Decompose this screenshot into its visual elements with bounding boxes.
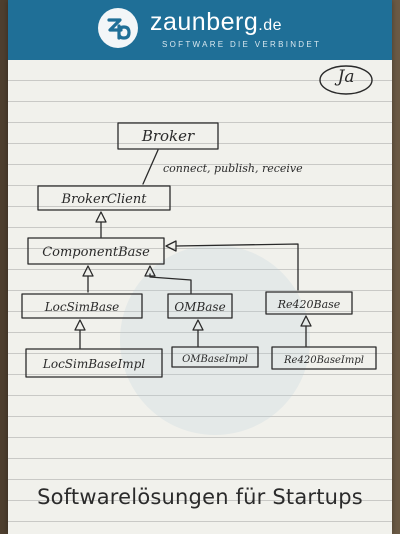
broker-client-box: [37, 185, 171, 211]
inherit-re420-arrow: [165, 240, 177, 252]
node-locsim-base-impl: LocSimBaseImpl: [42, 357, 145, 371]
broker-box: [117, 122, 219, 150]
brand-logotype: zaunberg.de: [150, 8, 282, 37]
class-diagram: Broker connect, publish, receive BrokerC…: [21, 122, 377, 378]
re420-base-box: [265, 291, 353, 315]
desk-edge: [0, 0, 8, 534]
ruled-lines: [8, 60, 392, 534]
footer-slogan: Softwarelösungen für Startups: [37, 485, 363, 509]
node-locsim-base: LocSimBase: [44, 300, 120, 314]
broker-client-link: [142, 149, 159, 185]
page-tag: Ja: [316, 63, 376, 97]
om-base-impl-box: [171, 346, 259, 368]
notepad-sheet: zaunberg.de SOFTWARE DIE VERBINDET Ja: [8, 0, 392, 534]
brand-name: zaunberg: [150, 8, 259, 36]
notepad-header: zaunberg.de SOFTWARE DIE VERBINDET: [8, 0, 392, 60]
node-re420-base: Re420Base: [277, 298, 341, 311]
om-base-box: [167, 293, 233, 319]
brand-tagline: SOFTWARE DIE VERBINDET: [162, 40, 322, 49]
inherit-locsim-impl-arrow: [74, 319, 86, 331]
node-om-base-impl: OMBaseImpl: [182, 354, 248, 365]
inherit-component-broker-arrow: [95, 211, 107, 223]
inherit-om-line: [149, 273, 192, 294]
inherit-locsim-arrow: [82, 265, 94, 277]
brand-tld: .de: [258, 17, 282, 34]
inherit-om-impl-arrow: [192, 319, 204, 331]
page-tag-text: Ja: [337, 67, 355, 87]
node-component-base: ComponentBase: [42, 245, 150, 260]
edge-label-broker-client: connect, publish, receive: [163, 162, 303, 175]
inherit-re420-line: [175, 243, 299, 291]
re420-base-impl-box: [271, 346, 377, 370]
inherit-om-arrow: [144, 265, 156, 277]
zb-monogram-logo-icon: [98, 8, 138, 48]
locsim-base-impl-box: [25, 348, 163, 378]
node-re420-base-impl: Re420BaseImpl: [283, 355, 364, 366]
node-broker-client: BrokerClient: [61, 192, 148, 207]
node-om-base: OMBase: [174, 300, 225, 314]
node-broker: Broker: [141, 127, 195, 145]
inherit-re420-impl-arrow: [300, 315, 312, 327]
component-base-box: [27, 237, 165, 265]
locsim-base-box: [21, 293, 143, 319]
